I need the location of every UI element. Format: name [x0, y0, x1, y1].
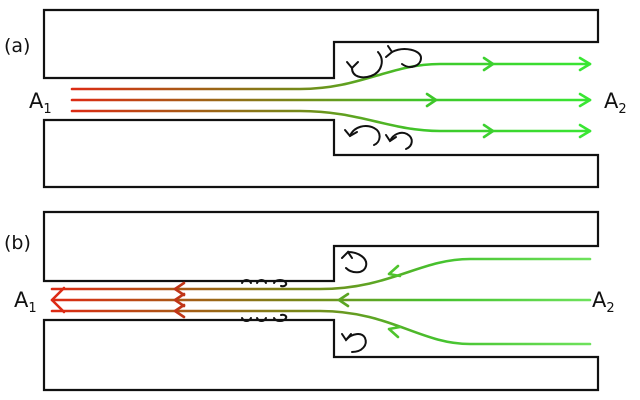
panel-a-arrowhead-lower-end [578, 123, 592, 139]
panel-a-inlet-letter: A [29, 89, 44, 113]
panel-b-label: (b) [4, 232, 31, 254]
eddy-icon [391, 48, 423, 68]
panel-a-arrowhead-middle-mid [425, 92, 438, 108]
panel-a-inlet-label: A1 [29, 89, 52, 117]
panel-a: (a) A1 A2 [4, 8, 627, 189]
panel-b-eddies-near-step [341, 250, 368, 353]
eddy-icon [273, 313, 288, 322]
panel-a-eddies-lower [344, 125, 413, 150]
eddy-arrowhead-icon [341, 333, 352, 342]
panel-b-streamline-upper [50, 257, 592, 291]
panel-b-arrowhead-upper-mid [387, 264, 402, 278]
panel-b-inlet-subscript: 1 [28, 301, 36, 316]
panel-b-arrowhead-lower-left [173, 303, 186, 319]
eddy-arrowhead-icon [385, 134, 397, 143]
panel-a-label: (a) [4, 35, 30, 57]
panel-a-outlet-letter: A [604, 89, 619, 113]
eddy-icon [351, 51, 383, 79]
eddy-icon [241, 279, 252, 284]
eddy-arrowhead-icon [385, 45, 394, 58]
panel-b-arrowhead-left-end [50, 286, 66, 314]
panel-b-arrowhead-middle-left [173, 292, 186, 308]
panel-b-inlet-letter: A [14, 288, 29, 312]
panel-b: (b) A1 [4, 210, 615, 392]
panel-b-eddies-throat [241, 279, 288, 322]
eddy-arrowhead-icon [341, 250, 353, 259]
panel-a-outlet-label: A2 [604, 89, 627, 117]
panel-a-streamline-upper [70, 62, 592, 91]
eddy-icon [345, 251, 368, 274]
panel-b-inlet-label: A1 [14, 288, 37, 316]
panel-b-arrowhead-middle-mid [337, 292, 350, 308]
panel-a-arrowhead-upper-end [578, 56, 592, 72]
eddy-icon [345, 333, 367, 353]
panel-a-streamline-lower [70, 109, 592, 133]
panel-a-arrowhead-upper-mid [482, 56, 495, 72]
eddy-icon [256, 279, 267, 284]
panel-b-lower-wall [42, 318, 600, 392]
panel-a-inlet-subscript: 1 [43, 102, 51, 117]
panel-a-lower-wall [42, 118, 600, 189]
panel-b-arrowhead-lower-mid [387, 325, 402, 339]
panel-a-eddies-upper [346, 45, 423, 79]
panel-b-arrowhead-upper-left [173, 281, 186, 297]
panel-b-outlet-label: A2 [592, 288, 615, 316]
eddy-arrowhead-icon [346, 61, 359, 70]
eddy-icon [256, 317, 267, 322]
panel-a-arrowhead-middle-end [578, 92, 592, 108]
eddy-icon [241, 317, 252, 322]
eddy-icon [349, 125, 381, 146]
panel-b-outlet-subscript: 2 [606, 301, 614, 316]
panel-a-upper-wall [42, 8, 600, 80]
eddy-icon [389, 131, 413, 150]
eddy-icon [273, 279, 288, 288]
panel-a-arrowhead-lower-mid [482, 123, 495, 139]
panel-b-outlet-letter: A [592, 288, 607, 312]
eddy-arrowhead-icon [344, 129, 358, 138]
panel-b-streamline-lower [50, 309, 592, 346]
panel-b-upper-wall [42, 210, 600, 283]
panel-a-outlet-subscript: 2 [618, 102, 626, 117]
